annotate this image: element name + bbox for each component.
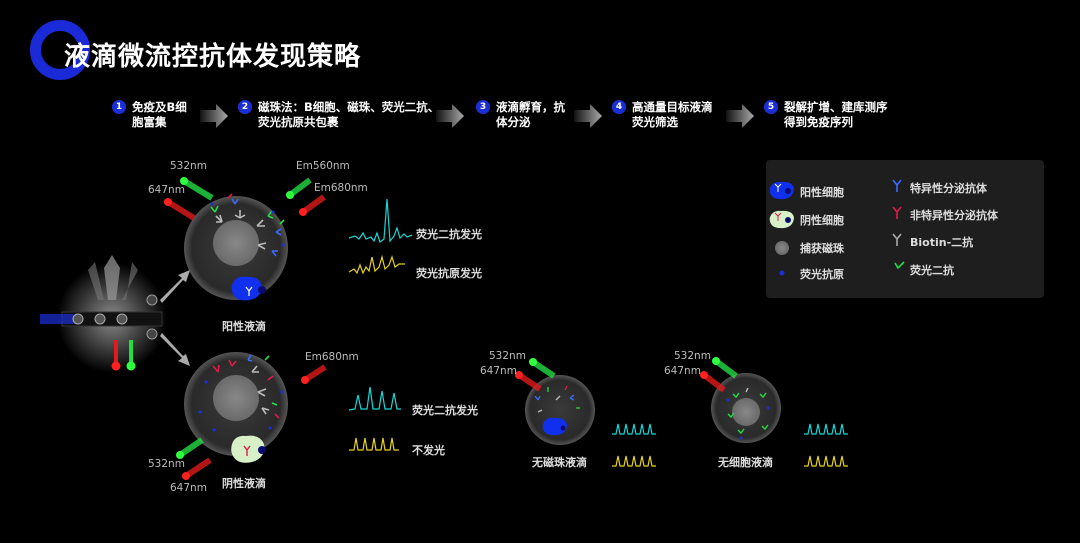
wavelength-647-label-nocell: 647nm	[664, 365, 701, 377]
emission-680-label: Em680nm	[314, 182, 368, 194]
step-2: 2 磁珠法：B细胞、磁珠、荧光二抗、 荧光抗原共包裹	[238, 100, 439, 130]
yellow-trace-positive	[348, 254, 405, 275]
step-3: 3 液滴孵育，抗 体分泌	[476, 100, 565, 130]
negative-droplet	[184, 352, 288, 463]
step-text: 裂解扩增、建库测序 得到免疫序列	[784, 100, 888, 129]
legend-positive-cell: 阳性细胞	[800, 186, 844, 199]
no-bead-droplet	[525, 375, 595, 445]
step-number: 1	[112, 100, 126, 114]
yellow-trace-no-bead	[612, 455, 656, 467]
specific-ab-icon	[892, 179, 902, 192]
wavelength-532-label-nobead: 532nm	[489, 350, 526, 362]
no-glow-label: 不发光	[412, 444, 445, 457]
step-number: 5	[764, 100, 778, 114]
signal-traces	[348, 198, 848, 467]
legend-icons	[769, 179, 905, 276]
step-text: 免疫及B细 胞富集	[132, 100, 187, 129]
cyan-trace-negative	[348, 386, 401, 411]
legend-negative-cell: 阴性细胞	[800, 214, 844, 227]
step-1: 1 免疫及B细 胞富集	[112, 100, 187, 130]
step-5: 5 裂解扩增、建库测序 得到免疫序列	[764, 100, 888, 130]
no-cell-droplet-label: 无细胞液滴	[718, 456, 773, 469]
negative-droplet-label: 阴性液滴	[222, 477, 266, 490]
fluor-sec-ab-icon	[894, 261, 905, 270]
cyan-trace-no-cell	[804, 423, 848, 435]
legend-capture-bead: 捕获磁珠	[800, 242, 844, 255]
emission-680-label-negative: Em680nm	[305, 351, 359, 363]
step-number: 3	[476, 100, 490, 114]
biotin-ab-icon	[892, 233, 902, 246]
legend-nonspecific-ab: 非特异性分泌抗体	[910, 209, 998, 222]
yellow-trace-negative	[349, 437, 399, 451]
wavelength-647-label: 647nm	[148, 184, 185, 196]
arrow-icon	[200, 104, 754, 128]
positive-droplet	[184, 193, 288, 301]
legend-biotin-ab: Biotin-二抗	[910, 236, 974, 249]
cyan-trace-no-bead	[612, 423, 656, 435]
legend-specific-ab: 特异性分泌抗体	[910, 182, 987, 195]
nonspecific-ab-icon	[892, 206, 902, 219]
sec-ab-glow-label: 荧光二抗发光	[416, 228, 482, 241]
emission-560-label: Em560nm	[296, 160, 350, 172]
step-text: 高通量目标液滴 荧光筛选	[632, 100, 713, 129]
no-bead-droplet-label: 无磁珠液滴	[532, 456, 587, 469]
yellow-trace-no-cell	[804, 455, 848, 467]
laser-beams	[164, 177, 738, 480]
step-number: 4	[612, 100, 626, 114]
step-text: 磁珠法：B细胞、磁珠、荧光二抗、 荧光抗原共包裹	[258, 100, 440, 129]
title-ring-logo	[30, 20, 90, 80]
legend-fluor-sec-ab: 荧光二抗	[910, 264, 954, 277]
wavelength-647-label-nobead: 647nm	[480, 365, 517, 377]
page-title: 液滴微流控抗体发现策略	[64, 42, 362, 72]
sec-ab-glow-label-negative: 荧光二抗发光	[412, 404, 478, 417]
step-4: 4 高通量目标液滴 荧光筛选	[612, 100, 713, 130]
capture-bead-icon	[775, 241, 789, 255]
positive-cell-icon	[769, 181, 794, 200]
legend-fluor-antigen: 荧光抗原	[800, 268, 844, 281]
step-text: 液滴孵育，抗 体分泌	[496, 100, 565, 129]
antigen-glow-label: 荧光抗原发光	[416, 267, 482, 280]
positive-droplet-label: 阳性液滴	[222, 320, 266, 333]
wavelength-532-label: 532nm	[170, 160, 207, 172]
no-cell-droplet	[711, 373, 781, 443]
microfluidic-chip	[40, 255, 190, 373]
wavelength-532-label-negative: 532nm	[148, 458, 185, 470]
cyan-trace-positive	[348, 198, 413, 243]
step-number: 2	[238, 100, 252, 114]
negative-cell-icon	[769, 210, 794, 229]
legend-panel: 阳性细胞 阴性细胞 捕获磁珠 荧光抗原 特异性分泌抗体 非特异性分泌抗体 Bio…	[766, 160, 1044, 298]
wavelength-532-label-nocell: 532nm	[674, 350, 711, 362]
fluor-antigen-icon	[779, 270, 785, 276]
wavelength-647-label-negative: 647nm	[170, 482, 207, 494]
